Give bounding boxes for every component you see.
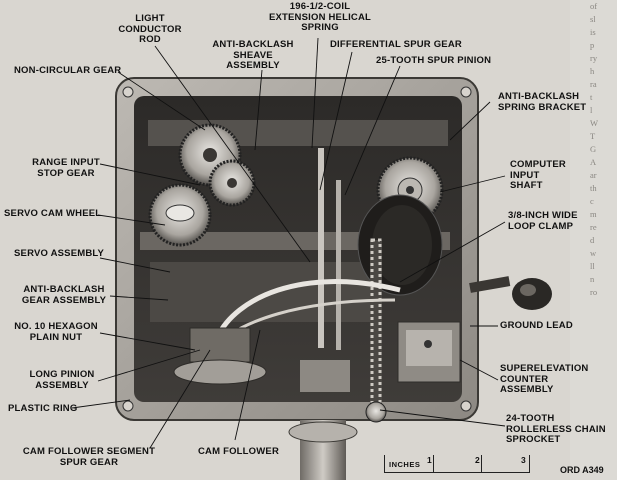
label-spur-pinion-25-tooth: 25-TOOTH SPUR PINION: [376, 55, 492, 66]
label-anti-backlash-gear-assembly: ANTI-BACKLASH GEAR ASSEMBLY: [21, 284, 107, 306]
adjacent-page-word: A: [590, 157, 597, 167]
label-non-circular-gear: NON-CIRCULAR GEAR: [14, 65, 122, 76]
adjacent-page-word: t: [590, 92, 593, 102]
adjacent-page-word: of: [590, 1, 598, 11]
label-servo-assembly: SERVO ASSEMBLY: [14, 248, 105, 259]
scale-tick-1: 1: [427, 455, 432, 465]
adjacent-page-word: h: [590, 66, 595, 76]
label-superelevation-counter-assembly: SUPERELEVATION COUNTER ASSEMBLY: [500, 363, 589, 395]
adjacent-page-word: W: [590, 118, 599, 128]
adjacent-page-word: th: [590, 183, 597, 193]
label-cam-follower: CAM FOLLOWER: [198, 446, 280, 457]
non-circular-gear: [178, 123, 256, 207]
adjacent-page-word: ra: [590, 79, 597, 89]
label-loop-clamp: 3/8-INCH WIDE LOOP CLAMP: [508, 210, 578, 232]
label-cam-follower-segment-spur-gear: CAM FOLLOWER SEGMENT SPUR GEAR: [22, 446, 156, 468]
label-anti-backlash-spring-bracket: ANTI-BACKLASH SPRING BRACKET: [498, 91, 587, 113]
label-anti-backlash-sheave-assembly: ANTI-BACKLASH SHEAVE ASSEMBLY: [212, 39, 294, 71]
inch-scale-bar: INCHES 1 2 3: [384, 455, 530, 473]
label-extension-helical-spring: 196-1/2-COIL EXTENSION HELICAL SPRING: [268, 1, 372, 33]
adjacent-page-word: ll: [590, 261, 595, 271]
adjacent-page-word: n: [590, 274, 595, 284]
scale-tick-2: 2: [475, 455, 480, 465]
label-rollerless-chain-sprocket: 24-TOOTH ROLLERLESS CHAIN SPROCKET: [506, 413, 606, 445]
scale-tick-3: 3: [521, 455, 526, 465]
servo-cam-wheel: [148, 183, 212, 247]
adjacent-page-word: l: [590, 105, 593, 115]
adjacent-page-word: sl: [590, 14, 596, 24]
label-range-input-stop-gear: RANGE INPUT STOP GEAR: [32, 157, 100, 179]
adjacent-page-word: p: [590, 40, 595, 50]
crank-handle: [469, 276, 552, 310]
adjacent-page-word: c: [590, 196, 594, 206]
adjacent-page-word: ro: [590, 287, 598, 297]
adjacent-page-word: is: [590, 27, 596, 37]
label-computer-input-shaft: COMPUTER INPUT SHAFT: [510, 159, 566, 191]
adjacent-page-word: m: [590, 209, 597, 219]
label-plastic-ring: PLASTIC RING: [8, 403, 78, 414]
label-ground-lead: GROUND LEAD: [500, 320, 573, 331]
adjacent-page-word: re: [590, 222, 597, 232]
adjacent-page-word: w: [590, 248, 597, 258]
label-hexagon-plain-nut: NO. 10 HEXAGON PLAIN NUT: [14, 321, 98, 343]
label-differential-spur-gear: DIFFERENTIAL SPUR GEAR: [330, 39, 462, 50]
adjacent-page-word: ar: [590, 170, 597, 180]
figure-reference: ORD A349: [560, 465, 604, 475]
label-servo-cam-wheel: SERVO CAM WHEEL: [4, 208, 102, 219]
adjacent-page-word: d: [590, 235, 595, 245]
scale-unit-label: INCHES: [389, 460, 421, 469]
adjacent-page-word: G: [590, 144, 597, 154]
adjacent-page-word: T: [590, 131, 596, 141]
adjacent-page-word: ry: [590, 53, 598, 63]
label-long-pinion-assembly: LONG PINION ASSEMBLY: [29, 369, 95, 391]
label-light-conductor-rod: LIGHT CONDUCTOR ROD: [118, 13, 182, 45]
